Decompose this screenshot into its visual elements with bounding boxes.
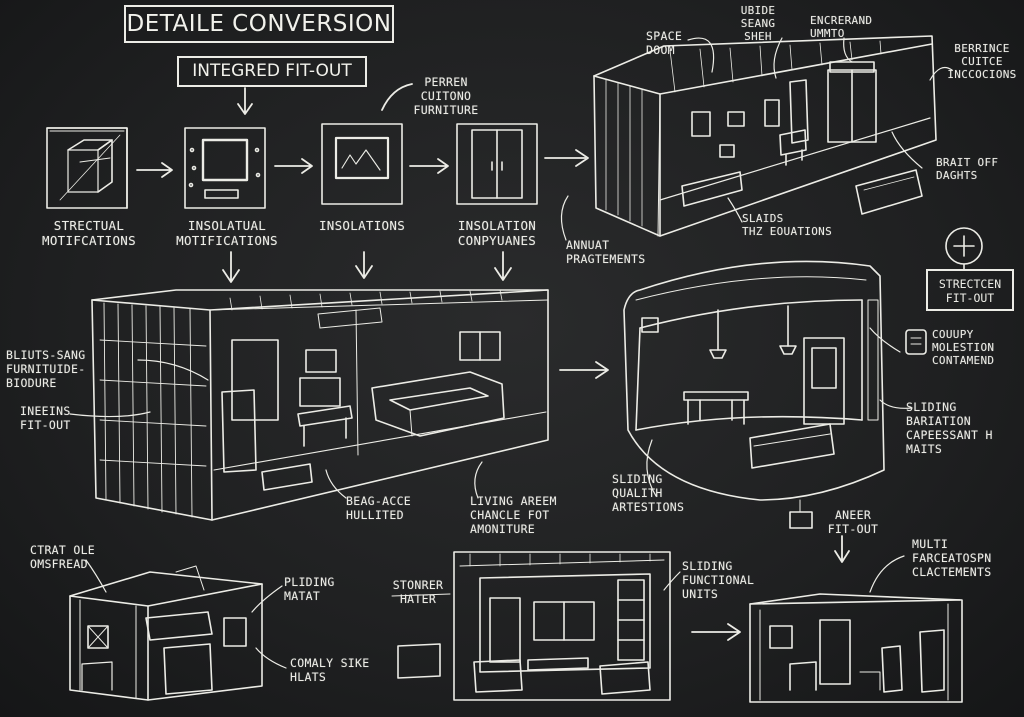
label-furniture-callout: PERREN CUITONO FURNITURE: [413, 75, 479, 117]
label-sliding-bariation: SLIDING BARIATION CAPEESSANT H MAITS: [906, 400, 993, 456]
callout-leaders: [69, 37, 953, 669]
label-sliding-qualit: SLIDING QUALITH ARTESTIONS: [612, 472, 685, 514]
container-middle-right: [623, 260, 885, 529]
plus-badge-icon: [945, 227, 983, 271]
label-beag: BEAG-ACCE HULLITED: [346, 494, 412, 522]
step-icon-insulations: [321, 123, 403, 205]
step-icon-structural: [46, 127, 128, 209]
label-aneer: ANEER FIT-OUT: [827, 508, 879, 536]
label-coupy: COUUPY MOLESTION CONTAMEND: [932, 328, 995, 367]
label-pliding: PLIDING MATAT: [284, 575, 335, 603]
label-sliding-functional: SLIDING FUNCTIONAL UNITS: [682, 559, 755, 601]
label-berrince: BERRINCE CUITCE INCCOCIONS: [947, 42, 1017, 81]
container-middle-left: [91, 289, 549, 521]
step-arrows: [136, 83, 850, 641]
label-ctrat: CTRAT OLE OMSFREAD: [30, 543, 96, 571]
label-space-door: SPACE DOOM: [646, 29, 683, 57]
label-slaids: SLAIDS THZ EOUATIONS: [742, 212, 832, 238]
container-bottom-center: [391, 551, 671, 701]
label-encrerand: ENCRERAND UMMTO: [810, 14, 873, 40]
container-top-right: [593, 35, 937, 237]
label-ineeins: INEEINS FIT-OUT: [20, 404, 71, 432]
label-annual: ANNUAT PRAGTEMENTS: [566, 238, 646, 266]
label-blits: BLIUTS-SANG FURNITUIDE- BIODURE: [6, 348, 86, 390]
diagram-subtitle: INTEGRED FIT-OUT: [177, 56, 367, 87]
label-comaly: COMALY SIKE HLATS: [290, 656, 370, 684]
container-bottom-left: [69, 565, 263, 701]
step-icon-insulation-components: [456, 123, 538, 205]
label-stonrer: STONRER HATER: [392, 578, 444, 606]
molestion-icon: [905, 329, 927, 355]
label-multi: MULTI FARCEATOSPN CLACTEMENTS: [912, 537, 992, 579]
step-label-insulations: INSOLATIONS: [318, 218, 406, 233]
step-label-structural: STRECTUAL MOTIFCATIONS: [42, 218, 136, 248]
step-icon-insulation-mods: [184, 127, 266, 209]
diagram-title: DETAILE CONVERSION: [124, 5, 394, 43]
container-bottom-right: [749, 593, 963, 703]
step-label-insulation-mods: INSOLATUAL MOTIFICATIONS: [176, 218, 278, 248]
side-box-stretch-fitout: STRECTCEN FIT-OUT: [926, 269, 1014, 311]
label-living: LIVING AREEM CHANCLE FOT AMONITURE: [470, 494, 557, 536]
label-uside-seang: UBIDE SEANG SHEH: [740, 4, 776, 43]
label-brait-off: BRAIT OFF DAGHTS: [936, 156, 999, 182]
step-label-insulation-components: INSOLATION CONPYUANES: [457, 218, 537, 248]
